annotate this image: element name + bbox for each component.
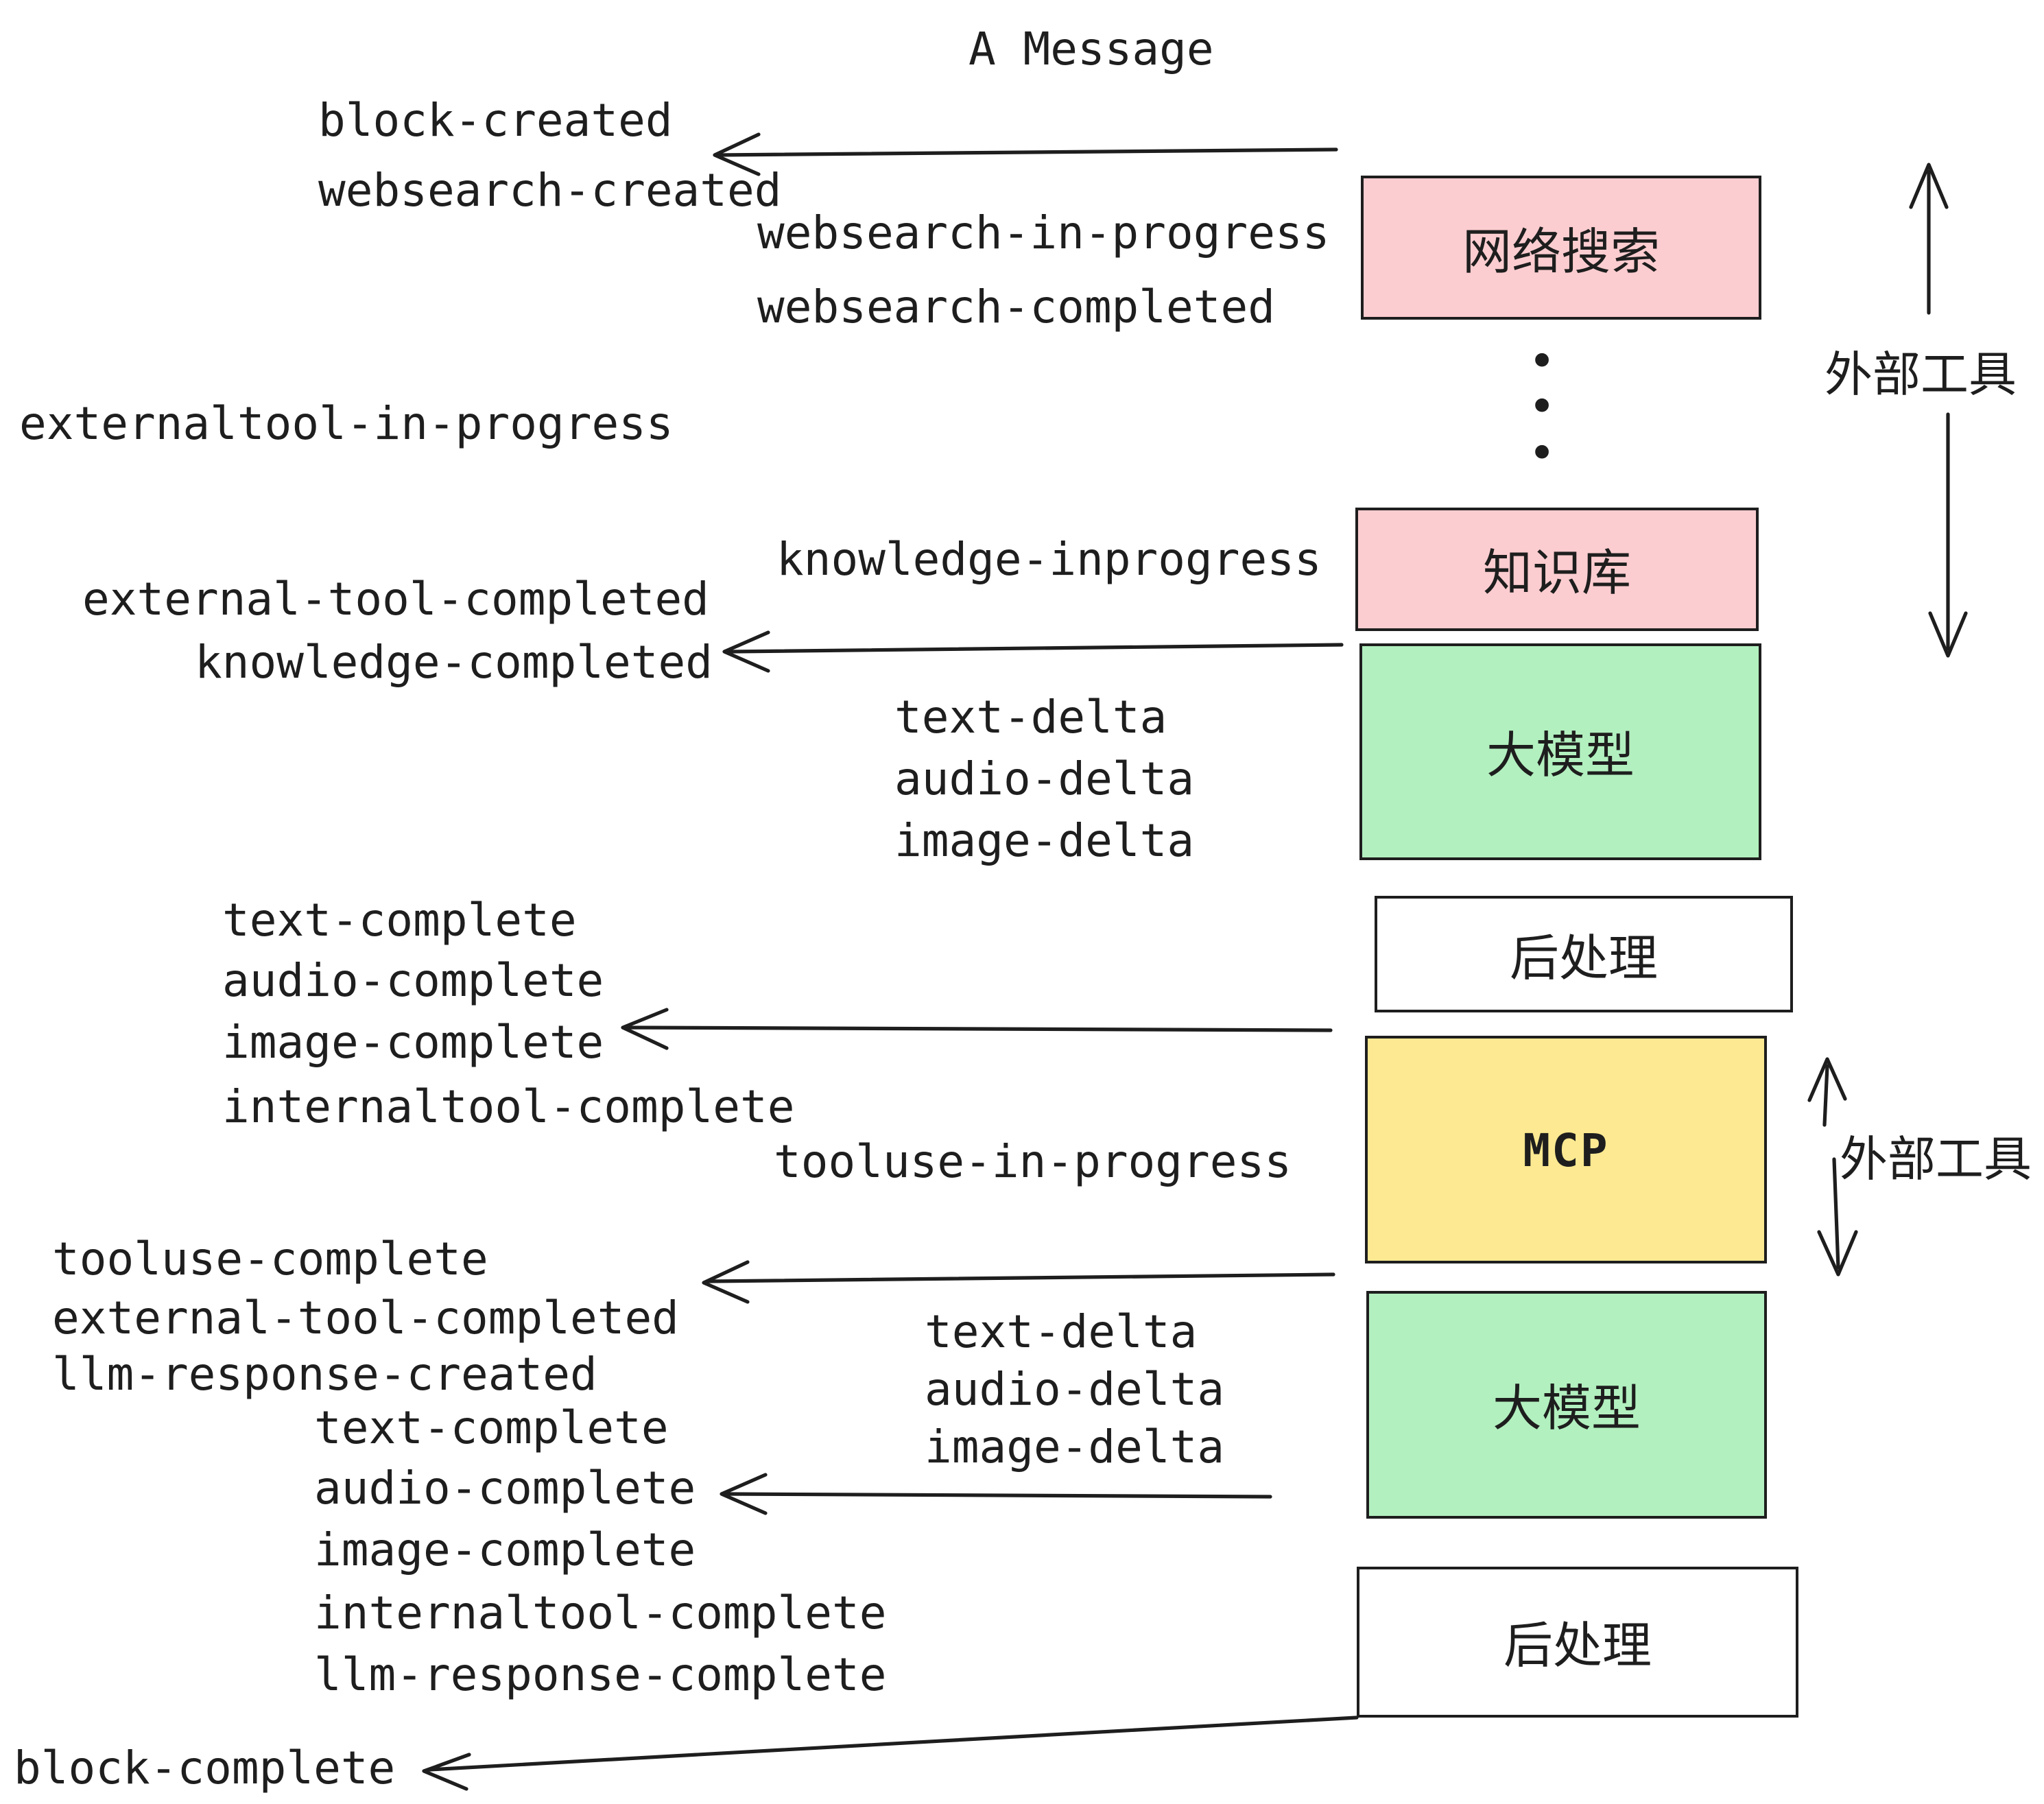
llm-box-1: 大模型 [1359,643,1761,860]
postprocess-box-2: 后处理 [1357,1567,1798,1718]
event-audio-complete-2: audio-complete [314,1461,696,1515]
event-external-tool-completed-1: external-tool-completed [82,572,709,626]
knowledge-box-label: 知识库 [1482,546,1631,602]
event-image-delta-1: image-delta [894,814,1195,867]
arrow-knowledge-completed [722,630,1344,673]
websearch-box-label: 网络搜索 [1462,224,1660,281]
event-tooluse-in-progress: tooluse-in-progress [774,1135,1292,1188]
event-text-delta-1: text-delta [894,690,1167,744]
postprocess-box-1: 后处理 [1375,896,1793,1012]
event-websearch-completed: websearch-completed [757,280,1275,333]
event-external-tool-completed-2: external-tool-completed [52,1291,679,1344]
external-tools-label-1: 外部工具 [1825,348,2017,403]
websearch-box: 网络搜索 [1361,176,1761,320]
event-websearch-created: websearch-created [318,163,782,217]
event-externaltool-in-progress: externaltool-in-progress [19,396,674,450]
event-knowledge-completed: knowledge-completed [195,635,713,689]
event-llm-response-created: llm-response-created [52,1347,597,1401]
event-image-delta-2: image-delta [925,1420,1225,1473]
postprocess-box-1-label: 后处理 [1509,931,1658,987]
event-block-created: block-created [318,93,673,147]
arrow-image-complete [621,1008,1333,1050]
event-text-complete-2: text-complete [314,1401,669,1454]
diagram-title: A Message [968,22,1214,75]
event-text-complete-1: text-complete [222,893,577,947]
arrow-block-created [713,132,1338,176]
external-tools-double-arrow-1 [1909,163,1968,658]
event-audio-delta-1: audio-delta [894,752,1195,805]
ellipsis-dots: • • • [1528,335,1556,482]
llm-box-1-label: 大模型 [1486,728,1635,785]
knowledge-box: 知识库 [1355,508,1759,631]
event-knowledge-inprogress: knowledge-inprogress [776,532,1322,586]
external-tools-label-2: 外部工具 [1840,1133,2032,1188]
llm-box-2-label: 大模型 [1492,1381,1641,1438]
postprocess-box-2-label: 后处理 [1503,1619,1652,1675]
event-audio-delta-2: audio-delta [925,1362,1225,1416]
mcp-box: MCP [1365,1036,1767,1263]
event-internaltool-complete-2: internaltool-complete [314,1586,887,1639]
event-internaltool-complete-1: internaltool-complete [222,1080,795,1133]
arrow-block-complete [422,1716,1359,1791]
event-websearch-in-progress: websearch-in-progress [757,206,1330,259]
event-image-complete-1: image-complete [222,1015,604,1069]
event-llm-response-complete: llm-response-complete [314,1648,887,1701]
event-block-complete: block-complete [14,1741,396,1794]
llm-box-2: 大模型 [1366,1291,1767,1519]
event-audio-complete-1: audio-complete [222,953,604,1007]
mcp-box-label: MCP [1523,1123,1609,1176]
event-image-complete-2: image-complete [314,1523,696,1576]
arrow-audio-complete [720,1473,1272,1515]
arrow-tooluse-complete [702,1260,1335,1304]
event-tooluse-complete: tooluse-complete [52,1232,488,1285]
event-text-delta-2: text-delta [925,1305,1198,1358]
